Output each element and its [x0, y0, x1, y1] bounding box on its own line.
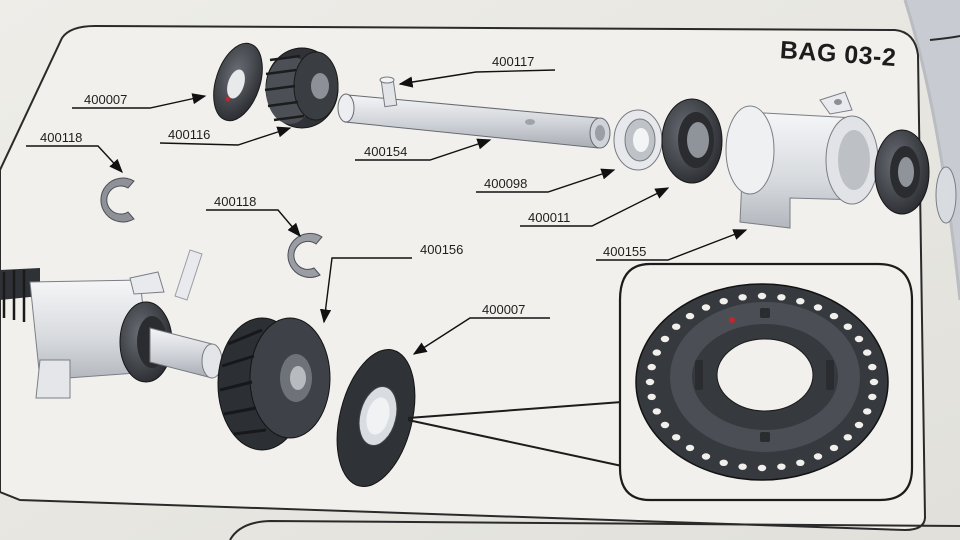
- disk-hole: [660, 421, 670, 429]
- part-number-400118-left: 400118: [40, 130, 83, 145]
- housing-400155: [725, 91, 879, 229]
- disk-hole: [863, 408, 872, 415]
- disk-hole: [813, 453, 823, 460]
- disk-hole: [777, 463, 786, 470]
- disk-400007-top: [213, 42, 263, 122]
- disk-hole: [854, 335, 864, 343]
- disk-hole: [868, 393, 877, 401]
- clip-400118-left: [100, 177, 135, 223]
- disk-hole: [701, 453, 711, 460]
- disk-hole: [645, 378, 655, 386]
- disk-hole: [796, 459, 805, 466]
- disk-hole: [647, 363, 656, 371]
- pulley-400116: [264, 47, 339, 129]
- disk-hole: [757, 292, 767, 300]
- seal-400011: [661, 98, 723, 184]
- disk-hole: [829, 444, 839, 452]
- pulley-400156: [217, 317, 331, 451]
- disk-hole: [652, 408, 661, 415]
- part-number-400011: 400011: [528, 210, 571, 225]
- assembled-housing-left: [0, 249, 223, 399]
- disk-hole: [757, 464, 767, 472]
- disk-hole: [652, 349, 661, 356]
- disk-hole: [868, 363, 877, 371]
- clip-400118-middle: [287, 232, 323, 278]
- disk-hole: [685, 312, 695, 320]
- disk-hole: [738, 294, 747, 301]
- disk-hole: [777, 294, 786, 301]
- disk-hole: [672, 323, 681, 330]
- part-number-400116: 400116: [168, 127, 211, 142]
- part-number-400154: 400154: [364, 144, 408, 159]
- shaft-400154: [337, 76, 611, 149]
- part-number-400007-bottom: 400007: [482, 302, 526, 317]
- disk-hole: [685, 444, 695, 452]
- disk-hole: [813, 304, 823, 311]
- disk-hole: [719, 459, 728, 466]
- disk-hole: [843, 323, 852, 330]
- part-number-400117: 400117: [492, 54, 535, 69]
- part-number-400098: 400098: [484, 176, 528, 191]
- part-number-400007-top: 400007: [84, 92, 128, 107]
- disk-hole: [863, 349, 872, 356]
- seal-right: [874, 129, 957, 224]
- disk-hole: [647, 393, 656, 401]
- disk-hole: [719, 298, 728, 305]
- disk-hole: [796, 298, 805, 305]
- disk-400007-bottom: [336, 349, 416, 487]
- disk-hole: [869, 378, 879, 386]
- disk-hole: [829, 312, 839, 320]
- detail-connector-lines: [407, 401, 623, 467]
- detail-callout-box: [618, 262, 914, 502]
- disk-hole: [672, 434, 681, 441]
- disk-hole: [660, 335, 670, 343]
- disk-hole: [701, 304, 711, 311]
- disk-hole: [738, 463, 747, 470]
- disk-hole: [854, 421, 864, 429]
- disk-hole: [843, 434, 852, 441]
- part-number-400118-middle: 400118: [214, 194, 257, 209]
- part-number-400156: 400156: [420, 242, 464, 257]
- part-number-400155: 400155: [603, 244, 647, 259]
